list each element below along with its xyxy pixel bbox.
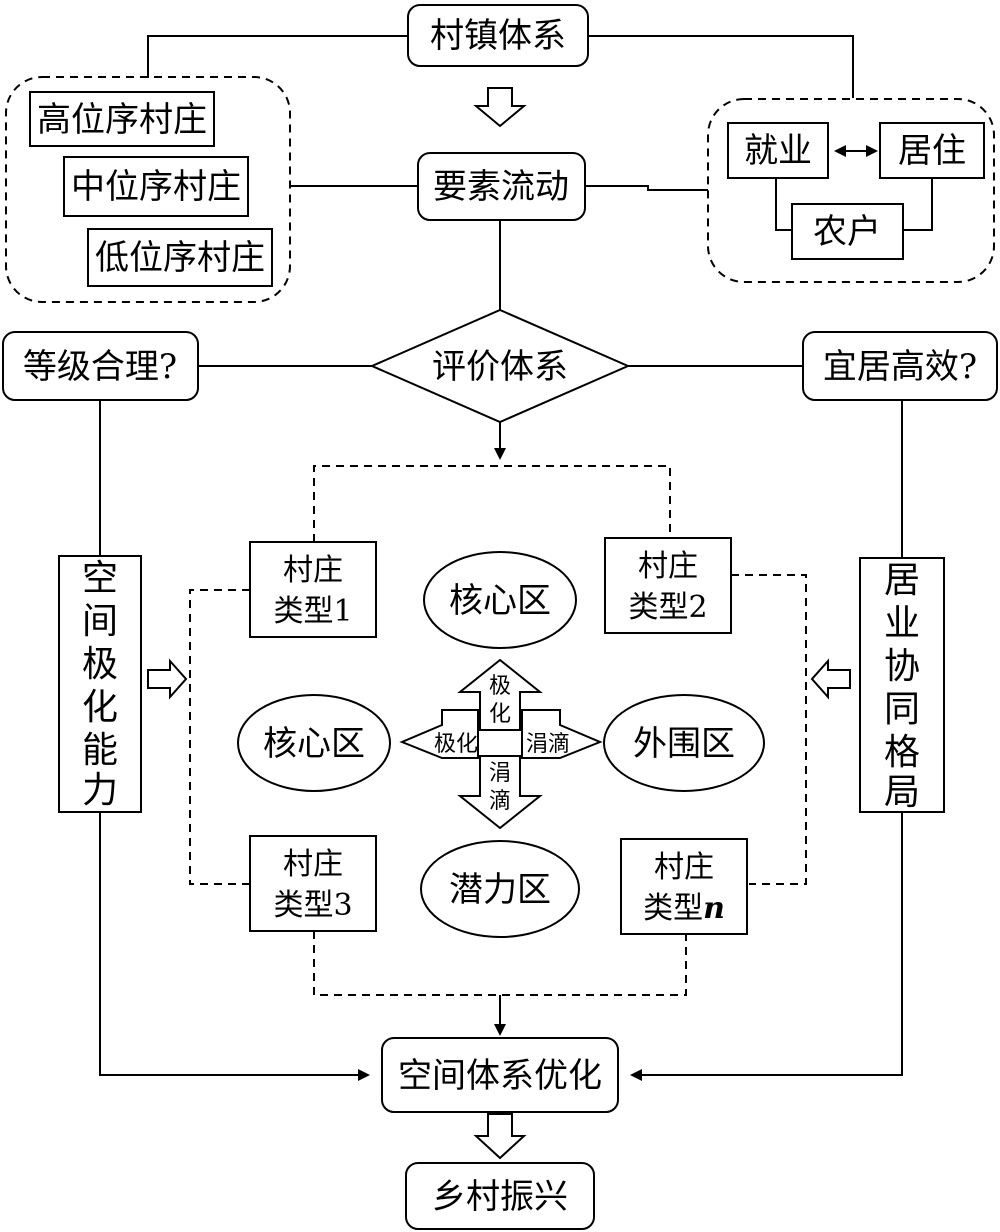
potential-zone xyxy=(420,840,580,938)
residence-work-box xyxy=(859,557,945,813)
factor-flow-box xyxy=(417,152,586,221)
svg-text:格: 格 xyxy=(884,732,920,773)
village-type-3-box xyxy=(249,835,377,932)
spatial-opt-label: 空间体系优化 xyxy=(398,1056,602,1096)
evaluation-label: 评价体系 xyxy=(432,347,568,387)
svg-text:业: 业 xyxy=(884,603,920,644)
svg-text:力: 力 xyxy=(82,770,118,811)
village-type-2-line1: 村庄 xyxy=(638,549,698,584)
grade-box xyxy=(2,331,199,401)
outer-zone-label: 外围区 xyxy=(633,724,735,764)
evaluation-diamond xyxy=(369,308,631,424)
revitalization-label: 乡村振兴 xyxy=(432,1177,568,1217)
town-system-label: 村镇体系 xyxy=(430,16,566,56)
svg-text:空: 空 xyxy=(82,558,118,599)
residence-label: 居住 xyxy=(898,131,966,171)
employment-label: 就业 xyxy=(744,131,812,171)
village-type-n-box xyxy=(620,838,748,935)
core-zone-top xyxy=(423,551,577,649)
livable-label: 宜居高效? xyxy=(823,347,977,387)
arrow-down-label-1: 涓 xyxy=(489,761,511,786)
arrow-up-label-2: 化 xyxy=(489,702,511,727)
svg-text:化: 化 xyxy=(82,687,118,728)
village-type-n-line1: 村庄 xyxy=(654,850,714,885)
village-type-1-line1: 村庄 xyxy=(283,553,343,588)
employment-box xyxy=(727,122,829,179)
household-box xyxy=(791,203,904,260)
village-rank-group xyxy=(5,76,291,303)
connector-lines xyxy=(99,35,933,1081)
village-type-2-line2: 类型2 xyxy=(628,590,707,625)
arrow-right-label: 涓滴 xyxy=(526,732,570,757)
spatial-polar-box xyxy=(58,555,142,813)
core-zone-top-label: 核心区 xyxy=(449,581,551,621)
village-type-1-line2: 类型1 xyxy=(273,594,352,629)
village-type-n-line2: 类型n xyxy=(643,891,725,926)
core-zone-left-label: 核心区 xyxy=(263,724,365,764)
svg-text:极: 极 xyxy=(82,644,118,685)
core-zone-left xyxy=(237,694,391,792)
potential-zone-label: 潜力区 xyxy=(449,870,551,910)
svg-text:居: 居 xyxy=(884,560,920,601)
arrow-left-label: 极化 xyxy=(434,732,478,757)
arrow-up-label-1: 极 xyxy=(489,674,511,699)
high-village-box xyxy=(29,91,215,147)
svg-text:局: 局 xyxy=(884,772,920,813)
arrow-left-polarize xyxy=(399,709,479,759)
svg-text:能: 能 xyxy=(82,730,118,771)
low-village-box xyxy=(87,228,273,287)
hollow-arrow-right-left xyxy=(147,658,188,700)
village-type-3-line2: 类型3 xyxy=(273,888,352,923)
central-cross-arrows: 极 化 极化 涓滴 涓 滴 xyxy=(399,658,603,830)
hollow-arrow-down-bottom xyxy=(473,1113,527,1160)
low-village-label: 低位序村庄 xyxy=(95,238,265,278)
spatial-polar-label: 空 间 极 化 能 力 xyxy=(82,558,118,811)
spatial-opt-box xyxy=(381,1037,619,1113)
residence-work-label: 居 业 协 同 格 局 xyxy=(884,560,920,813)
village-type-n-suffix: n xyxy=(703,891,725,926)
svg-text:同: 同 xyxy=(884,689,920,730)
grade-label: 等级合理? xyxy=(23,347,177,387)
household-group xyxy=(707,98,995,283)
factor-flow-label: 要素流动 xyxy=(433,167,569,207)
revitalization-box xyxy=(405,1162,595,1230)
outer-zone xyxy=(603,694,765,792)
svg-text:协: 协 xyxy=(884,646,920,687)
mid-village-label: 中位序村庄 xyxy=(71,167,241,207)
village-type-n-prefix: 类型 xyxy=(643,891,703,926)
mid-village-box xyxy=(63,156,249,217)
hollow-arrow-down-top xyxy=(473,87,527,128)
residence-box xyxy=(879,122,985,179)
town-system-box xyxy=(407,4,589,67)
high-village-label: 高位序村庄 xyxy=(37,100,207,140)
arrow-down-trickle xyxy=(457,755,543,830)
arrow-up-polarize xyxy=(457,658,543,731)
household-label: 农户 xyxy=(813,212,881,252)
village-type-3-line1: 村庄 xyxy=(283,847,343,882)
livable-box xyxy=(802,331,998,401)
hollow-arrow-left-right xyxy=(810,658,851,700)
village-type-2-box xyxy=(604,537,732,634)
village-type-1-box xyxy=(249,541,377,638)
arrow-right-trickle xyxy=(521,709,603,759)
arrow-down-label-2: 滴 xyxy=(489,789,511,814)
svg-text:间: 间 xyxy=(82,601,118,642)
